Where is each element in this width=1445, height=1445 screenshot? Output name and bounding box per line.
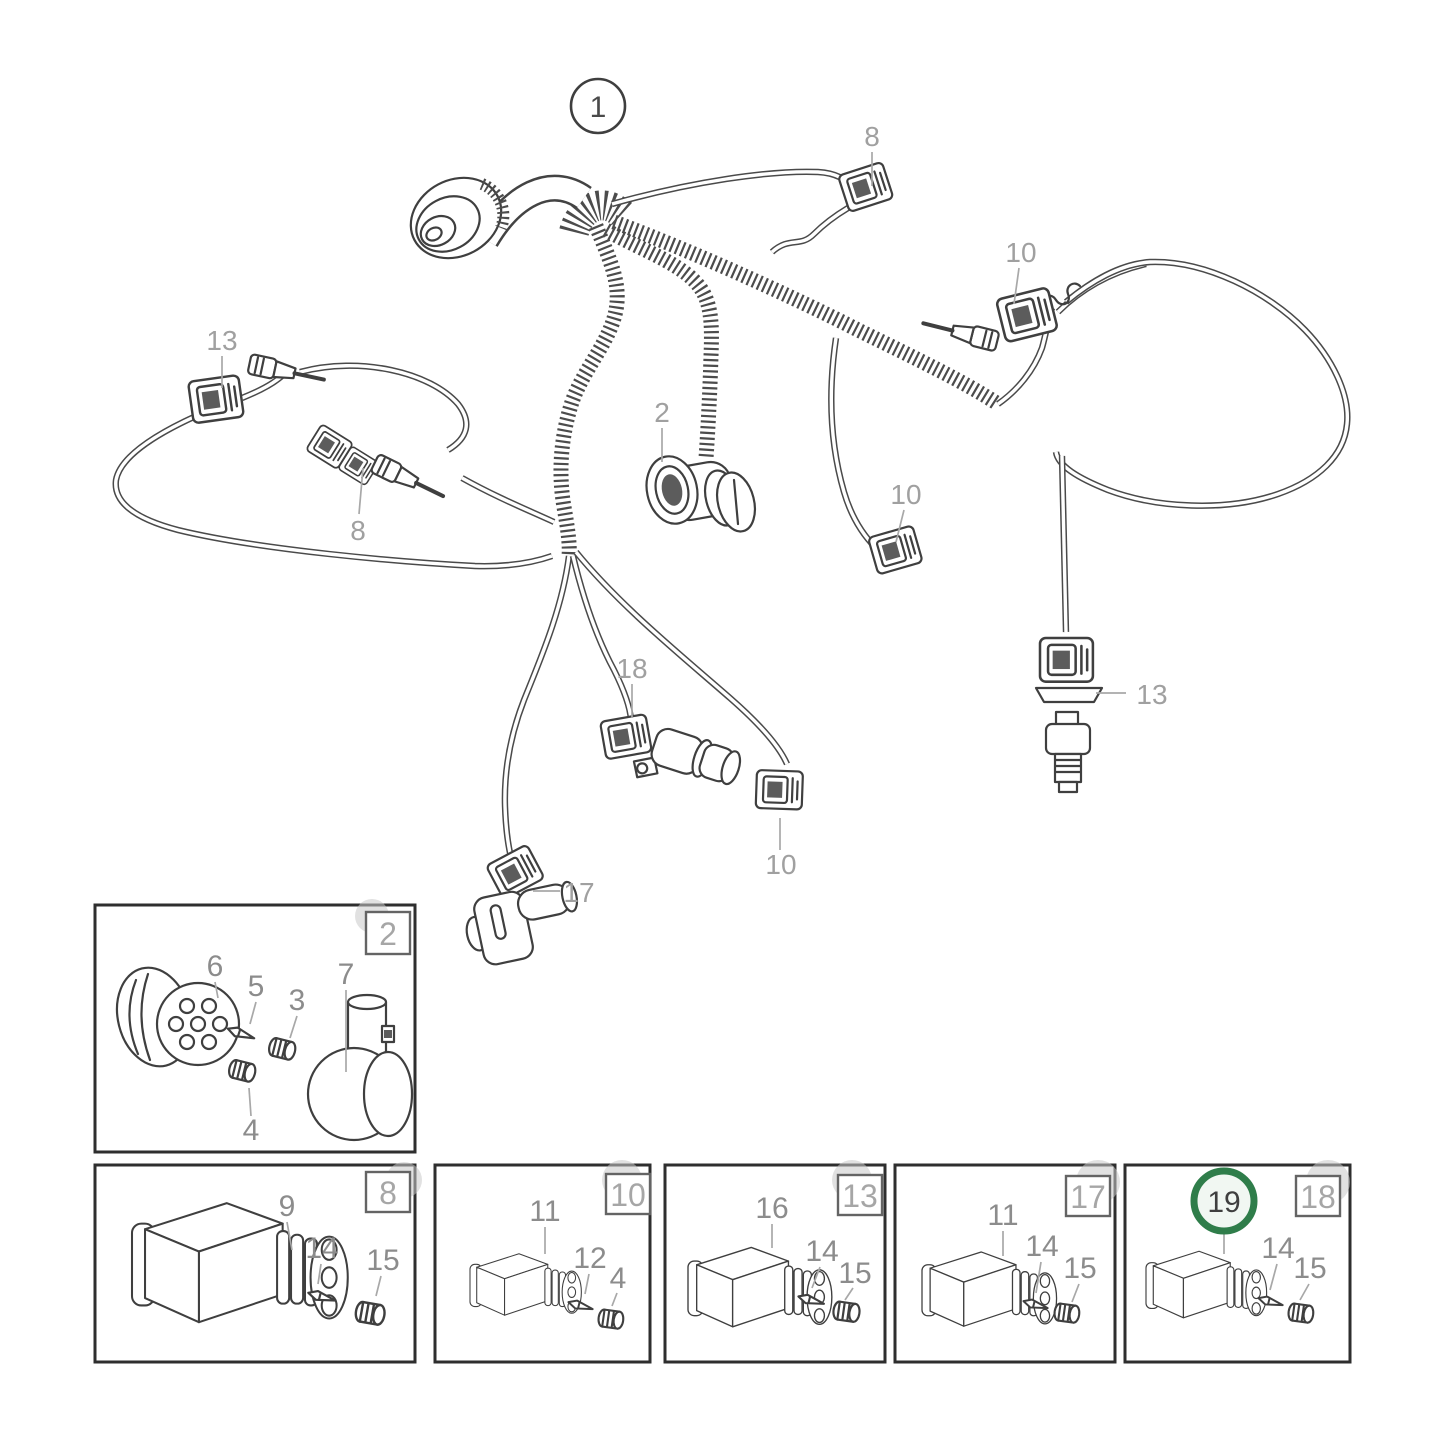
partnum-15[interactable]: 15 — [1063, 1252, 1096, 1285]
sensor-10-top-probe — [918, 311, 1002, 354]
partnum-14[interactable]: 14 — [805, 1235, 838, 1268]
callout-17[interactable]: 17 — [563, 877, 594, 908]
callout-18[interactable]: 18 — [616, 653, 647, 684]
harness-corrugated-branches — [553, 190, 1003, 557]
part-7-sensor — [306, 993, 414, 1142]
badge-label-10[interactable]: 10 — [610, 1177, 646, 1213]
callout-10-top[interactable]: 10 — [1005, 237, 1036, 268]
badge-box-18 — [1294, 1174, 1342, 1218]
part-15-plug — [1052, 1301, 1082, 1325]
badge-box-8 — [364, 1170, 412, 1214]
partnum-7[interactable]: 7 — [338, 958, 355, 991]
assembly-callout-label[interactable]: 1 — [590, 91, 607, 124]
badge-label-18[interactable]: 18 — [1300, 1179, 1336, 1215]
badge-label-2[interactable]: 2 — [379, 916, 397, 952]
partnum-14[interactable]: 14 — [1261, 1232, 1294, 1265]
sensor-18-body — [632, 727, 742, 786]
inset-box-13: 13 16 14 15 — [663, 1160, 887, 1364]
connector-18 — [598, 712, 653, 761]
harness-wires — [112, 168, 1351, 870]
part-6-round-connector — [115, 966, 241, 1068]
connector-13-right — [1038, 636, 1095, 683]
badge-box-2 — [364, 910, 412, 956]
partnum-6[interactable]: 6 — [207, 950, 224, 983]
partnum-15[interactable]: 15 — [1293, 1252, 1326, 1285]
partnum-15[interactable]: 15 — [366, 1244, 399, 1277]
badge-label-8[interactable]: 8 — [379, 1175, 397, 1211]
connector-10-mid — [866, 524, 924, 576]
callout-10-bottom[interactable]: 10 — [765, 849, 796, 880]
partnum-19-highlighted[interactable]: 19 — [1207, 1186, 1240, 1219]
inset-box-18: 18 19 14 15 — [1123, 1160, 1352, 1364]
partnum-12[interactable]: 12 — [573, 1242, 606, 1275]
highlighted-part-19[interactable]: 19 — [1190, 1167, 1258, 1235]
connector-13-left — [186, 373, 246, 425]
connector-8-top — [836, 160, 895, 214]
badge-box-10 — [604, 1172, 652, 1216]
inset-box-2: 2 6 5 3 — [93, 899, 417, 1154]
callout-8-left[interactable]: 8 — [350, 515, 366, 546]
partnum-15[interactable]: 15 — [838, 1257, 871, 1290]
partnum-11[interactable]: 11 — [987, 1199, 1018, 1232]
part-15-plug — [1286, 1301, 1316, 1325]
partnum-16[interactable]: 16 — [755, 1192, 788, 1225]
callout-2[interactable]: 2 — [654, 397, 670, 428]
harness-assembly-drawing: 1 8 10 13 8 2 10 18 13 10 17 — [112, 77, 1351, 966]
part-15-plug — [831, 1299, 862, 1324]
connector-10-bottom — [754, 768, 805, 811]
assembly-callout[interactable]: 1 — [569, 77, 627, 135]
connector-2 — [645, 455, 757, 533]
badge-label-17[interactable]: 17 — [1070, 1179, 1106, 1215]
sensor-13-right-body — [1044, 710, 1092, 794]
assembly-callout-circle — [569, 77, 627, 135]
partnum-4[interactable]: 4 — [243, 1114, 260, 1147]
inset-box-17: 17 11 14 15 — [893, 1160, 1120, 1364]
partnum-3[interactable]: 3 — [289, 984, 306, 1017]
partnum-11[interactable]: 11 — [529, 1195, 560, 1228]
badge-box-17 — [1064, 1174, 1112, 1218]
callout-13-right[interactable]: 13 — [1136, 679, 1167, 710]
partnum-14[interactable]: 14 — [305, 1232, 338, 1265]
callout-10-mid[interactable]: 10 — [890, 479, 921, 510]
connector-13-right-flange — [1034, 686, 1104, 704]
callout-13-left[interactable]: 13 — [206, 325, 237, 356]
partnum-14[interactable]: 14 — [1025, 1230, 1058, 1263]
badge-label-13[interactable]: 13 — [842, 1178, 878, 1214]
main-connector-boot — [409, 176, 510, 260]
partnum-9[interactable]: 9 — [279, 1190, 296, 1223]
sensor-17-body — [465, 880, 579, 966]
partnum-5[interactable]: 5 — [248, 970, 265, 1003]
inset-box-8: 8 9 14 15 — [93, 1162, 422, 1364]
highlight-ring — [1190, 1167, 1258, 1235]
badge-box-13 — [836, 1173, 884, 1217]
sensor-8-left-probe — [370, 454, 447, 505]
callout-8-top[interactable]: 8 — [864, 121, 880, 152]
part-4-plug — [596, 1307, 626, 1331]
partnum-4[interactable]: 4 — [610, 1262, 627, 1295]
inset-box-10: 10 11 12 4 — [433, 1160, 652, 1364]
part-15-plug — [353, 1299, 388, 1327]
callouts: 8 10 13 8 2 10 18 13 10 17 — [206, 121, 1167, 908]
